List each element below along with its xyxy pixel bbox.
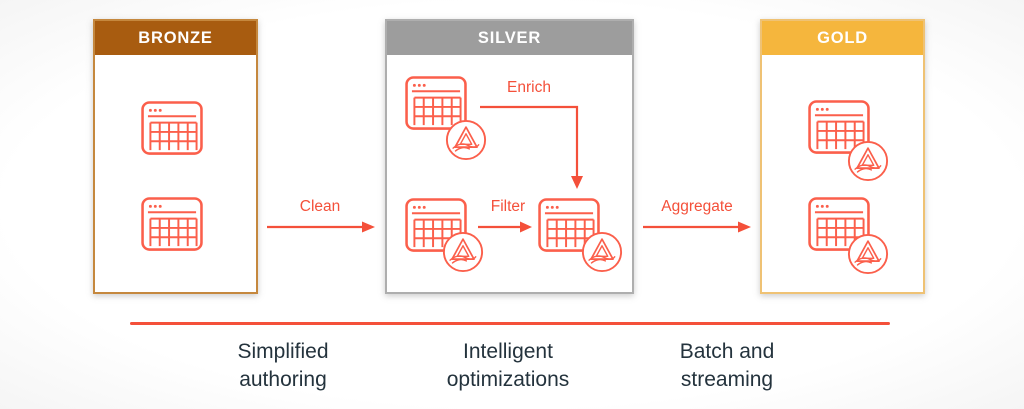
stage-silver-title: SILVER — [387, 21, 632, 55]
stage-bronze-title: BRONZE — [95, 21, 256, 55]
aggregate-flow-label: Aggregate — [661, 198, 733, 215]
footer-benefit-simplified-authoring: Simplified authoring — [237, 340, 329, 391]
aggregate-arrow-icon — [643, 221, 751, 233]
table-icon — [141, 101, 203, 155]
footer-benefit-batch-and-streaming: Batch and streaming — [679, 340, 775, 391]
filter-flow-label: Filter — [490, 198, 526, 215]
dlt-logo-badge-icon — [442, 231, 484, 273]
footer-benefit-intelligent-optimizations: Intelligent optimizations — [446, 340, 570, 391]
dlt-logo-badge-icon — [581, 231, 623, 273]
stage-gold-title: GOLD — [762, 21, 923, 55]
stage-gold: GOLD — [760, 19, 925, 294]
table-icon — [141, 197, 203, 251]
stage-bronze: BRONZE — [93, 19, 258, 294]
clean-flow-label: Clean — [299, 198, 341, 215]
dlt-logo-badge-icon — [847, 233, 889, 275]
filter-arrow-icon — [478, 221, 532, 233]
clean-arrow-icon — [267, 221, 375, 233]
footer-divider — [130, 322, 890, 325]
dlt-logo-badge-icon — [847, 140, 889, 182]
enrich-flow-label: Enrich — [507, 79, 551, 96]
enrich-arrow-icon — [480, 105, 583, 189]
